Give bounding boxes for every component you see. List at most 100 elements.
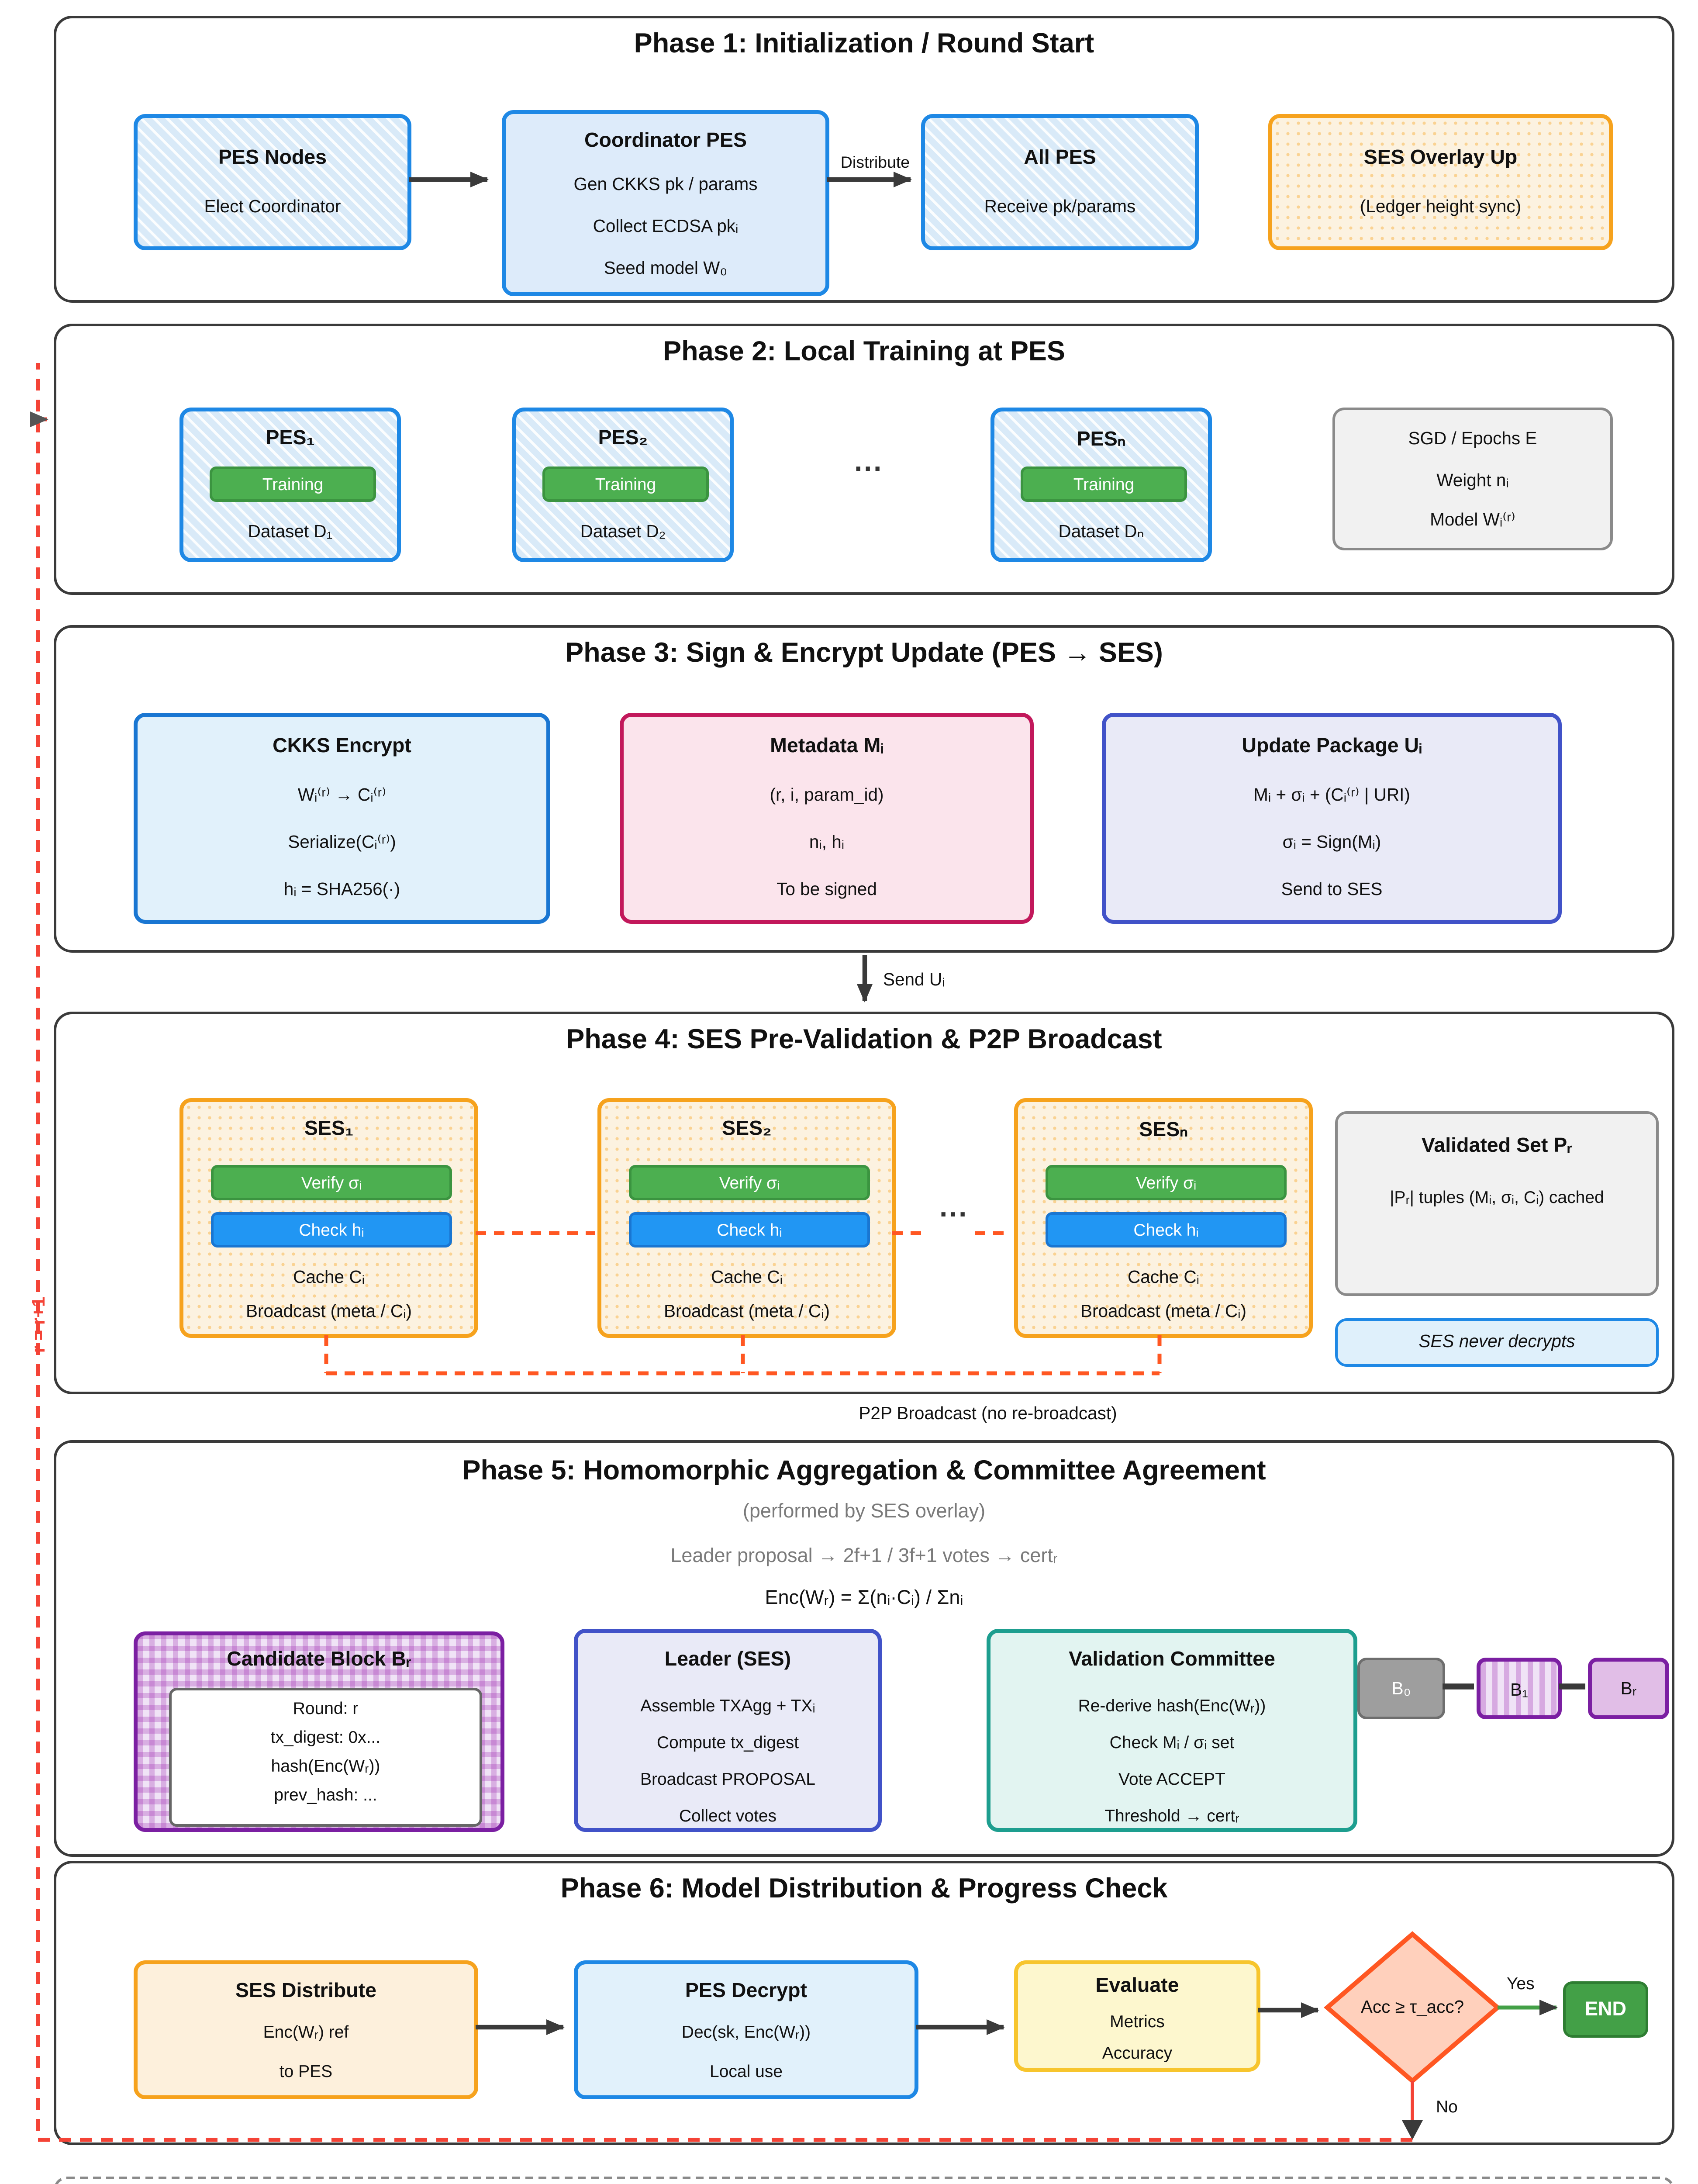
sgd-line-2: Weight nᵢ [1436, 470, 1509, 490]
phase5-subtitle: (performed by SES overlay) [742, 1500, 986, 1523]
ses-overlay-subtitle: (Ledger height sync) [1360, 197, 1522, 216]
end-node: END [1563, 1981, 1648, 2038]
sgd-info-box: SGD / Epochs E Weight nᵢ Model Wᵢ⁽ʳ⁾ [1332, 408, 1613, 550]
sgd-line-3: Model Wᵢ⁽ʳ⁾ [1430, 510, 1515, 529]
coordinator-line-2: Collect ECDSA pkᵢ [593, 216, 739, 236]
candidate-block-title: Candidate Block Bᵣ [227, 1648, 411, 1671]
phase1-container: Phase 1: Initialization / Round Start PE… [54, 16, 1674, 303]
phase5-title: Phase 5: Homomorphic Aggregation & Commi… [462, 1456, 1266, 1486]
legend-container: Legend PES SES Ledger P2P Wᵢ⁽ʳ⁾ – Local … [54, 2177, 1674, 2184]
candidate-line-3: hash(Enc(Wᵣ)) [271, 1756, 380, 1776]
candidate-block-inner: Round: r tx_digest: 0x... hash(Enc(Wᵣ)) … [169, 1688, 482, 1827]
metadata-line-1: (r, i, param_id) [770, 785, 884, 805]
pes-decrypt-title: PES Decrypt [685, 1980, 808, 2002]
validation-committee-box: Validation Committee Re-derive hash(Enc(… [987, 1629, 1357, 1832]
update-line-3: Send to SES [1281, 879, 1383, 899]
sgd-line-1: SGD / Epochs E [1408, 429, 1537, 448]
candidate-line-1: Round: r [293, 1698, 359, 1718]
block-br: Bᵣ [1588, 1658, 1669, 1719]
training-button: Training [1021, 467, 1187, 502]
sesn-card: SESₙ Verify σᵢ Check hᵢ Cache Cᵢ Broadca… [1014, 1098, 1313, 1338]
metadata-line-2: nᵢ, hᵢ [809, 832, 845, 852]
all-pes-subtitle: Receive pk/params [984, 197, 1136, 216]
update-line-1: Mᵢ + σᵢ + (Cᵢ⁽ʳ⁾ | URI) [1253, 785, 1410, 805]
ses-distribute-box: SES Distribute Enc(Wᵣ) ref to PES [134, 1960, 478, 2099]
cache-label: Cache Cᵢ [293, 1267, 365, 1287]
ses-overlay-title: SES Overlay Up [1363, 147, 1518, 169]
candidate-line-4: prev_hash: ... [274, 1785, 377, 1804]
ses2-name: SES₂ [722, 1118, 772, 1140]
committee-title: Validation Committee [1069, 1648, 1275, 1671]
committee-line-1: Re-derive hash(Enc(Wᵣ)) [1078, 1696, 1266, 1715]
phase2-ellipsis: ··· [854, 452, 883, 485]
pesn-card: PESₙ Training Dataset Dₙ [990, 408, 1212, 562]
phase5-formula: Enc(Wᵣ) = Σ(nᵢ·Cᵢ) / Σnᵢ [765, 1587, 963, 1609]
leader-title: Leader (SES) [664, 1648, 791, 1671]
leader-line-4: Collect votes [679, 1806, 777, 1825]
ckks-line-1: Wᵢ⁽ʳ⁾ → Cᵢ⁽ʳ⁾ [297, 785, 387, 805]
verify-button: Verify σᵢ [1046, 1165, 1287, 1200]
distribute-label: Distribute [840, 153, 910, 172]
check-button: Check hᵢ [211, 1212, 452, 1248]
pes2-card: PES₂ Training Dataset D₂ [512, 408, 734, 562]
verify-button: Verify σᵢ [211, 1165, 452, 1200]
phase3-container: Phase 3: Sign & Encrypt Update (PES → SE… [54, 625, 1674, 953]
accuracy-decision-label: Acc ≥ τ_acc? [1360, 1997, 1464, 2017]
ses1-card: SES₁ Verify σᵢ Check hᵢ Cache Cᵢ Broadca… [179, 1098, 478, 1338]
feedback-round-label: r = r+1 [28, 1296, 48, 1353]
broadcast-label: Broadcast (meta / Cᵢ) [245, 1301, 412, 1321]
ses-distribute-title: SES Distribute [235, 1980, 376, 2002]
update-package-box: Update Package Uᵢ Mᵢ + σᵢ + (Cᵢ⁽ʳ⁾ | URI… [1102, 713, 1562, 924]
never-decrypts-box: SES never decrypts [1335, 1318, 1659, 1367]
training-button: Training [210, 467, 376, 502]
block-b1: B₁ [1477, 1658, 1562, 1719]
committee-line-3: Vote ACCEPT [1118, 1769, 1225, 1789]
ckks-line-2: Serialize(Cᵢ⁽ʳ⁾) [288, 832, 396, 852]
ckks-title: CKKS Encrypt [273, 735, 411, 757]
pes-decrypt-line-1: Dec(sk, Enc(Wᵣ)) [681, 2022, 811, 2042]
coordinator-line-1: Gen CKKS pk / params [573, 174, 758, 194]
check-button: Check hᵢ [1046, 1212, 1287, 1248]
phase5-votes-line: Leader proposal → 2f+1 / 3f+1 votes → ce… [670, 1545, 1058, 1567]
phase2-container: Phase 2: Local Training at PES PES₁ Trai… [54, 324, 1674, 595]
phase4-container: Phase 4: SES Pre-Validation & P2P Broadc… [54, 1012, 1674, 1394]
leader-ses-box: Leader (SES) Assemble TXAgg + TXᵢ Comput… [574, 1629, 882, 1832]
leader-line-2: Compute tx_digest [656, 1732, 799, 1752]
broadcast-label: Broadcast (meta / Cᵢ) [663, 1301, 830, 1321]
coordinator-title: Coordinator PES [584, 130, 747, 152]
all-pes-box: All PES Receive pk/params [921, 114, 1199, 250]
training-button: Training [542, 467, 709, 502]
evaluate-box: Evaluate Metrics Accuracy [1014, 1960, 1260, 2072]
leader-line-1: Assemble TXAgg + TXᵢ [640, 1696, 815, 1715]
metadata-line-3: To be signed [777, 879, 877, 899]
phase4-title: Phase 4: SES Pre-Validation & P2P Broadc… [566, 1025, 1162, 1055]
committee-line-4: Threshold → certᵣ [1104, 1806, 1239, 1825]
coordinator-line-3: Seed model W₀ [604, 258, 728, 278]
verify-button: Verify σᵢ [629, 1165, 870, 1200]
pes-decrypt-box: PES Decrypt Dec(sk, Enc(Wᵣ)) Local use [574, 1960, 918, 2099]
pesn-name: PESₙ [1077, 429, 1126, 451]
pes-nodes-title: PES Nodes [218, 147, 327, 169]
all-pes-title: All PES [1024, 147, 1096, 169]
p2p-broadcast-label: P2P Broadcast (no re-broadcast) [859, 1403, 1117, 1423]
committee-line-2: Check Mᵢ / σᵢ set [1109, 1732, 1235, 1752]
evaluate-line-2: Accuracy [1102, 2043, 1173, 2063]
ckks-encrypt-box: CKKS Encrypt Wᵢ⁽ʳ⁾ → Cᵢ⁽ʳ⁾ Serialize(Cᵢ⁽… [134, 713, 550, 924]
phase2-title: Phase 2: Local Training at PES [663, 337, 1065, 367]
evaluate-line-1: Metrics [1110, 2011, 1165, 2031]
pesn-dataset: Dataset Dₙ [1058, 522, 1144, 541]
validated-set-line: |Pᵣ| tuples (Mᵢ, σᵢ, Cᵢ) cached [1390, 1187, 1604, 1207]
metadata-box: Metadata Mᵢ (r, i, param_id) nᵢ, hᵢ To b… [620, 713, 1034, 924]
candidate-block-box: Candidate Block Bᵣ Round: r tx_digest: 0… [134, 1631, 504, 1832]
coordinator-pes-box: Coordinator PES Gen CKKS pk / params Col… [502, 110, 829, 296]
sesn-name: SESₙ [1139, 1119, 1188, 1141]
pes1-name: PES₁ [266, 427, 315, 449]
pes1-card: PES₁ Training Dataset D₁ [179, 408, 401, 562]
ses1-name: SES₁ [304, 1118, 354, 1140]
pes1-dataset: Dataset D₁ [248, 522, 333, 541]
pes-nodes-subtitle: Elect Coordinator [204, 197, 341, 216]
ses-distribute-line-1: Enc(Wᵣ) ref [263, 2022, 349, 2042]
phase4-ellipsis: ··· [939, 1198, 968, 1230]
yes-label: Yes [1507, 1973, 1535, 1993]
